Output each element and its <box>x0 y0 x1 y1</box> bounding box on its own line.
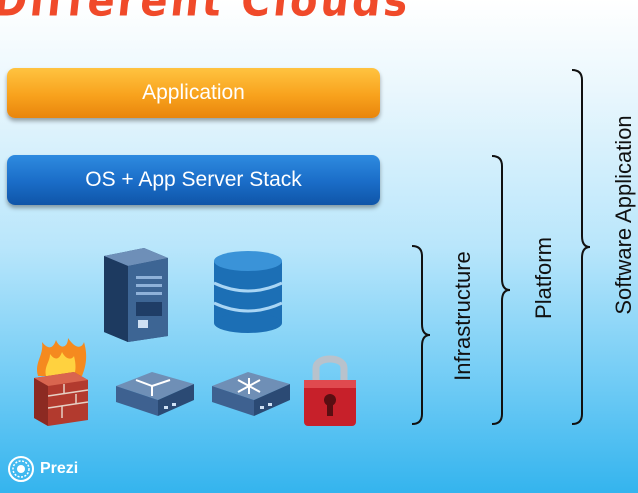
router-icon <box>116 372 194 416</box>
lock-icon <box>304 355 356 426</box>
os-app-server-stack-layer: OS + App Server Stack <box>7 155 380 205</box>
firewall-icon <box>34 338 89 426</box>
switch-icon <box>212 372 290 416</box>
platform-label: Platform <box>531 237 556 319</box>
prezi-branding: Prezi <box>8 456 78 482</box>
software-application-label: Software Application <box>611 115 636 315</box>
infrastructure-bracket <box>411 245 431 425</box>
prezi-label: Prezi <box>40 460 79 477</box>
slide-title: Different Clouds <box>0 0 414 27</box>
application-layer: Application <box>7 68 380 118</box>
platform-bracket <box>491 155 511 425</box>
server-icon <box>104 248 168 342</box>
software-application-bracket <box>571 69 591 425</box>
database-icon <box>213 251 283 333</box>
infrastructure-label: Infrastructure <box>450 251 475 381</box>
prezi-logo-icon <box>8 456 34 482</box>
